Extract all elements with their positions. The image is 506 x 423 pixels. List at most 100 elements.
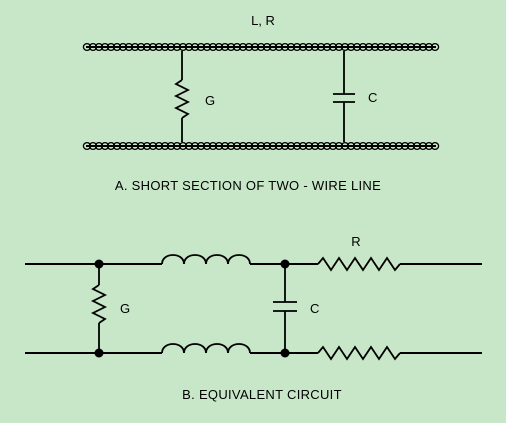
coil-loop bbox=[226, 141, 236, 151]
coil-loop bbox=[340, 141, 350, 151]
coil-loop bbox=[160, 141, 170, 151]
coil-loop bbox=[196, 141, 206, 151]
section-a: L, R G C A. SHORT SECTION OF TWO - WIRE … bbox=[82, 13, 440, 193]
top-inductor-l bbox=[161, 254, 251, 265]
coil-loop bbox=[154, 42, 164, 52]
coil-loop bbox=[130, 141, 140, 151]
coil-loop bbox=[232, 42, 242, 52]
coil-loop bbox=[244, 141, 254, 151]
lr-label: L, R bbox=[251, 13, 275, 28]
coil-loop bbox=[430, 141, 440, 151]
coil-loop bbox=[256, 42, 266, 52]
coil-loop bbox=[100, 141, 110, 151]
coil-loop bbox=[406, 141, 416, 151]
coil-loop bbox=[334, 42, 344, 52]
coil-loop bbox=[424, 42, 434, 52]
coil-loop bbox=[310, 42, 320, 52]
coil-loop bbox=[292, 42, 302, 52]
caption-b: B. EQUIVALENT CIRCUIT bbox=[182, 387, 342, 402]
coil-loop bbox=[172, 141, 182, 151]
coil-loop bbox=[430, 42, 440, 52]
coil-loop bbox=[262, 141, 272, 151]
coil-loop bbox=[220, 42, 230, 52]
coil-loop bbox=[394, 42, 404, 52]
coil-loop bbox=[112, 141, 122, 151]
coil-loop bbox=[112, 42, 122, 52]
coil-loop bbox=[142, 141, 152, 151]
coil-loop bbox=[406, 42, 416, 52]
junction-dot bbox=[94, 259, 104, 269]
conductance-g-a bbox=[173, 51, 191, 142]
coil-loop bbox=[244, 42, 254, 52]
coil-loop bbox=[118, 141, 128, 151]
top-resistor-r bbox=[317, 256, 401, 272]
coil-loop bbox=[334, 141, 344, 151]
c-label-a: C bbox=[368, 90, 377, 105]
coil-loop bbox=[352, 42, 362, 52]
junction-dot bbox=[94, 348, 104, 358]
coil-loop bbox=[94, 42, 104, 52]
coil-loop bbox=[400, 141, 410, 151]
coil-loop bbox=[328, 42, 338, 52]
coil-loop bbox=[280, 42, 290, 52]
coil-loop bbox=[382, 42, 392, 52]
coil-loop bbox=[388, 42, 398, 52]
junction-dot bbox=[280, 259, 290, 269]
bottom-wire-coil bbox=[82, 141, 440, 151]
coil-loop bbox=[382, 141, 392, 151]
coil-loop bbox=[124, 141, 134, 151]
coil-loop bbox=[82, 42, 92, 52]
coil-loop bbox=[364, 42, 374, 52]
coil-loop bbox=[214, 141, 224, 151]
coil-loop bbox=[370, 141, 380, 151]
coil-loop bbox=[262, 42, 272, 52]
coil-loop bbox=[424, 141, 434, 151]
g-label-a: G bbox=[205, 93, 215, 108]
c-label-b: C bbox=[310, 301, 319, 316]
caption-a: A. SHORT SECTION OF TWO - WIRE LINE bbox=[115, 178, 381, 193]
coil-loop bbox=[184, 42, 194, 52]
coil-loop bbox=[232, 141, 242, 151]
coil-loop bbox=[184, 141, 194, 151]
coil-loop bbox=[370, 42, 380, 52]
coil-loop bbox=[310, 141, 320, 151]
coil-loop bbox=[352, 141, 362, 151]
coil-loop bbox=[208, 141, 218, 151]
coil-loop bbox=[394, 141, 404, 151]
coil-loop bbox=[250, 141, 260, 151]
coil-loop bbox=[322, 141, 332, 151]
coil-loop bbox=[358, 141, 368, 151]
coil-loop bbox=[238, 141, 248, 151]
coil-loop bbox=[298, 42, 308, 52]
coil-loop bbox=[400, 42, 410, 52]
coil-loop bbox=[274, 42, 284, 52]
coil-loop bbox=[298, 141, 308, 151]
coil-loop bbox=[340, 42, 350, 52]
coil-loop bbox=[160, 42, 170, 52]
coil-loop bbox=[190, 42, 200, 52]
capacitor-c-b bbox=[273, 264, 297, 353]
coil-loop bbox=[118, 42, 128, 52]
coil-loop bbox=[418, 141, 428, 151]
coil-loop bbox=[202, 42, 212, 52]
coil-loop bbox=[214, 42, 224, 52]
coil-loop bbox=[304, 141, 314, 151]
coil-loop bbox=[94, 141, 104, 151]
coil-loop bbox=[250, 42, 260, 52]
coil-loop bbox=[106, 42, 116, 52]
coil-loop bbox=[124, 42, 134, 52]
r-label-b: R bbox=[351, 234, 360, 249]
coil-loop bbox=[388, 141, 398, 151]
coil-loop bbox=[136, 141, 146, 151]
coil-loop bbox=[418, 42, 428, 52]
bottom-resistor-r bbox=[317, 345, 401, 361]
coil-loop bbox=[286, 42, 296, 52]
coil-loop bbox=[100, 42, 110, 52]
coil-loop bbox=[88, 42, 98, 52]
coil-loop bbox=[412, 42, 422, 52]
coil-loop bbox=[238, 42, 248, 52]
coil-loop bbox=[178, 42, 188, 52]
junction-dot bbox=[280, 348, 290, 358]
